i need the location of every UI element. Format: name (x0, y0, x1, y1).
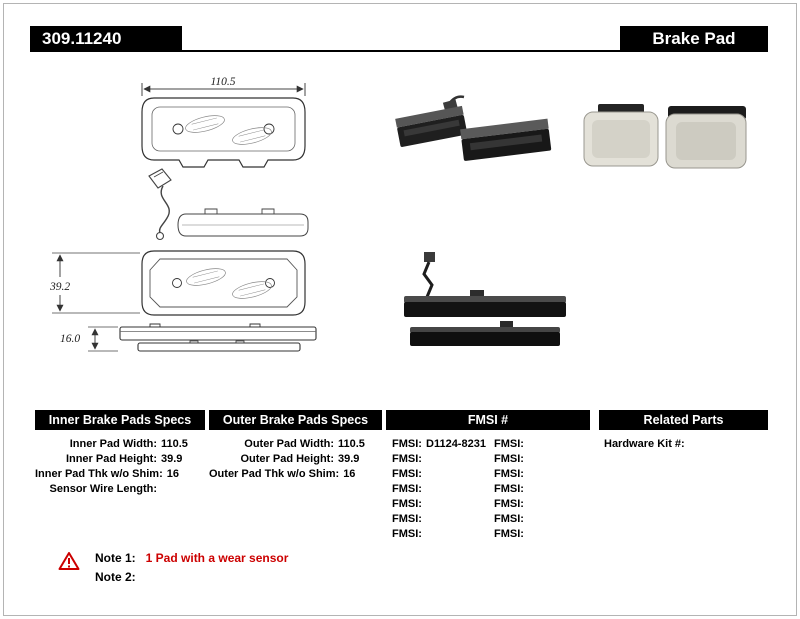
table-row: Inner Pad Thk w/o Shim: 16 (35, 467, 205, 482)
fmsi-label: FMSI: (494, 498, 524, 510)
fmsi-value (528, 437, 590, 452)
wear-sensor-drawing (148, 168, 172, 241)
fmsi-value (528, 527, 590, 542)
table-row: Outer Pad Thk w/o Shim: 16 (209, 467, 382, 482)
table-row: Sensor Wire Length: (35, 482, 205, 497)
product-artwork: 110.5 39.2 (49, 76, 747, 352)
table-row: Inner Pad Height: 39.9 (35, 452, 205, 467)
note-2-label: Note 2: (95, 570, 136, 584)
related-label: Hardware Kit #: (604, 438, 685, 450)
fmsi-label: FMSI: (392, 453, 422, 465)
fmsi-label: FMSI: (392, 498, 422, 510)
fmsi-label: FMSI: (494, 528, 524, 540)
outer-specs-table: Outer Pad Width: 110.5 Outer Pad Height:… (209, 437, 382, 482)
fmsi-label: FMSI: (494, 513, 524, 525)
fmsi-value (426, 497, 488, 512)
fmsi-header: FMSI # (386, 410, 590, 430)
spec-label: Inner Pad Width: (69, 438, 157, 450)
dim-thickness-label: 16.0 (60, 333, 80, 345)
dimension-width (141, 83, 306, 96)
fmsi-value (528, 482, 590, 497)
spec-label: Sensor Wire Length: (49, 483, 157, 495)
spec-value: 39.9 (338, 453, 360, 465)
inner-specs-table: Inner Pad Width: 110.5 Inner Pad Height:… (35, 437, 205, 497)
fmsi-label: FMSI: (392, 528, 422, 540)
fmsi-value (426, 482, 488, 497)
spec-label: Inner Pad Height: (65, 453, 157, 465)
table-row: FMSI: FMSI: (386, 482, 590, 497)
spec-value: 110.5 (338, 438, 365, 450)
pad-top-view-drawing (141, 97, 306, 168)
page-title-badge: Brake Pad (620, 26, 768, 52)
outer-specs-header: Outer Brake Pads Specs (209, 410, 382, 430)
fmsi-label: FMSI: (392, 468, 422, 480)
inner-specs-header: Inner Brake Pads Specs (35, 410, 205, 430)
fmsi-value (426, 512, 488, 527)
pad-front-view-drawing (141, 250, 306, 316)
dim-width-label: 110.5 (210, 76, 235, 88)
table-row: FMSI: FMSI: (386, 497, 590, 512)
note-1-label: Note 1: (95, 551, 136, 565)
fmsi-value (528, 467, 590, 482)
fmsi-label: FMSI: (392, 438, 422, 450)
fmsi-label: FMSI: (392, 513, 422, 525)
fmsi-value (528, 497, 590, 512)
fmsi-value (426, 452, 488, 467)
page-title: Brake Pad (652, 29, 736, 48)
table-row: Hardware Kit #: (604, 437, 768, 452)
fmsi-label: FMSI: (494, 438, 524, 450)
spec-label: Outer Pad Width: (244, 438, 334, 450)
fmsi-label: FMSI: (494, 483, 524, 495)
fmsi-value: D1124-8231 (426, 438, 486, 450)
spec-value (161, 482, 205, 497)
fmsi-value (426, 467, 488, 482)
table-row: FMSI: D1124-8231 FMSI: (386, 437, 590, 452)
part-number: 309.11240 (42, 29, 122, 48)
table-row: Outer Pad Height: 39.9 (209, 452, 382, 467)
product-photo-edge (404, 252, 566, 346)
fmsi-value (528, 452, 590, 467)
fmsi-label: FMSI: (494, 468, 524, 480)
fmsi-label: FMSI: (494, 453, 524, 465)
note-1: Note 1: 1 Pad with a wear sensor (95, 551, 288, 565)
fmsi-value (426, 527, 488, 542)
table-row: FMSI: FMSI: (386, 467, 590, 482)
note-1-text: 1 Pad with a wear sensor (145, 551, 289, 565)
dimension-height (52, 252, 140, 314)
part-number-badge: 309.11240 (30, 26, 182, 52)
table-row: FMSI: FMSI: (386, 452, 590, 467)
spec-value: 39.9 (161, 453, 183, 465)
table-row: Outer Pad Width: 110.5 (209, 437, 382, 452)
fmsi-table: FMSI: D1124-8231 FMSI: FMSI: FMSI: FMSI:… (386, 437, 590, 542)
warning-triangle-icon (58, 552, 80, 570)
spec-value: 16 (166, 468, 179, 480)
fmsi-label: FMSI: (392, 483, 422, 495)
spec-value: 110.5 (161, 438, 188, 450)
pad-edge-view-drawing (119, 323, 317, 352)
table-row: Inner Pad Width: 110.5 (35, 437, 205, 452)
table-row: FMSI: FMSI: (386, 527, 590, 542)
related-parts-table: Hardware Kit #: (604, 437, 768, 452)
dim-height-label: 39.2 (49, 281, 70, 293)
spec-label: Inner Pad Thk w/o Shim: (35, 468, 163, 480)
product-photo-front (583, 104, 747, 169)
shim-drawing (177, 208, 309, 237)
spec-label: Outer Pad Thk w/o Shim: (209, 468, 340, 480)
product-photo-angled (395, 95, 552, 161)
table-row: FMSI: FMSI: (386, 512, 590, 527)
spec-label: Outer Pad Height: (240, 453, 334, 465)
spec-value: 16 (343, 468, 356, 480)
dimension-thickness (88, 326, 118, 352)
related-parts-header: Related Parts (599, 410, 768, 430)
note-2: Note 2: (95, 570, 146, 584)
header-rule (30, 50, 768, 52)
fmsi-value (528, 512, 590, 527)
